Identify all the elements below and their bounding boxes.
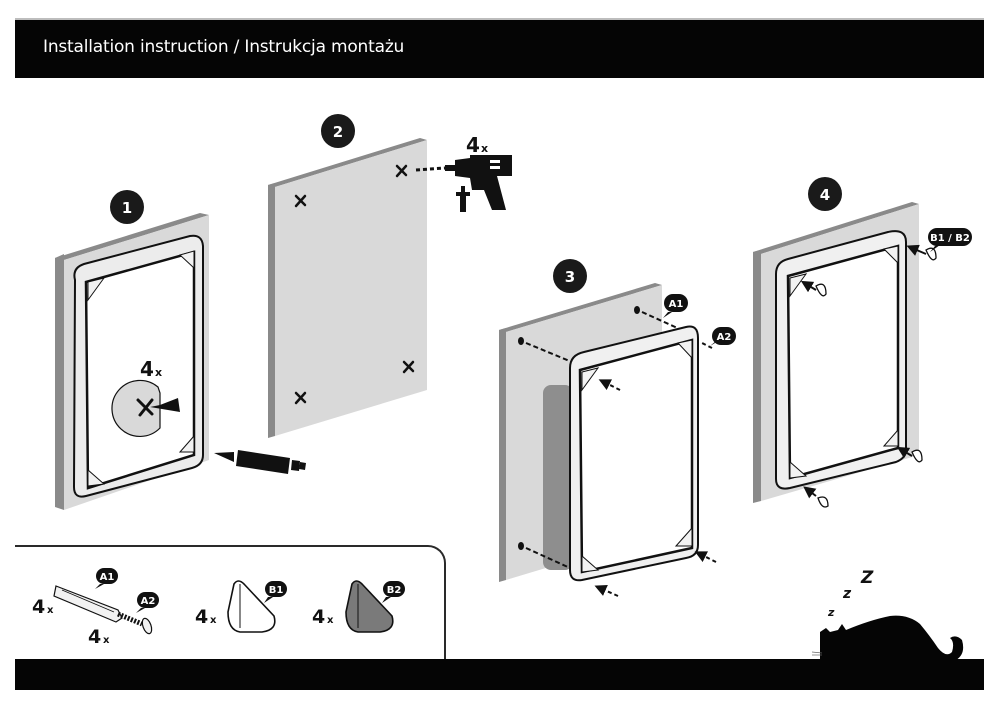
- marker-pen-icon: [214, 450, 306, 474]
- wall-plug-icon: [53, 585, 123, 623]
- step-1: 1 4 x: [55, 190, 306, 510]
- sleeping-cat-decoration: z z Z: [811, 568, 964, 660]
- header-bar: Installation instruction / Instrukcja mo…: [15, 18, 984, 78]
- sleep-z-large: Z: [860, 568, 874, 588]
- part-label-b1: B1: [269, 585, 284, 596]
- quantity-step-2: 4: [466, 133, 480, 157]
- callout-label-a1: A1: [669, 299, 684, 310]
- part-label-b2: B2: [387, 585, 402, 596]
- callout-a2: A2: [710, 327, 736, 346]
- screw-arrows: [594, 341, 717, 597]
- corner-cap-icon: [911, 449, 923, 463]
- part-quantity-b1: 4: [195, 606, 208, 628]
- part-a2: A2 4 x: [88, 592, 159, 648]
- step-badge-3: 3: [553, 259, 587, 293]
- callout-b1-b2: B1 / B2: [928, 228, 972, 252]
- part-quantity-a1: 4: [32, 596, 45, 618]
- part-quantity-suffix-a1: x: [47, 605, 54, 616]
- step-badge-1: 1: [110, 190, 144, 224]
- quantity-suffix-step-1: x: [155, 366, 162, 379]
- quantity-step-1: 4: [140, 357, 154, 381]
- frame-1: [72, 234, 204, 498]
- marking-detail-callout: [111, 379, 180, 438]
- wall-holes: [518, 306, 640, 550]
- page-title: Installation instruction / Instrukcja mo…: [43, 37, 405, 57]
- part-quantity-suffix-b1: x: [210, 615, 217, 626]
- part-label-a1: A1: [100, 572, 115, 583]
- step-2: 2 4 x: [268, 114, 512, 438]
- sleep-z-medium: z: [842, 586, 852, 602]
- corner-cap-arrows: [800, 244, 937, 508]
- sleep-z-small: z: [827, 606, 835, 619]
- part-quantity-a2: 4: [88, 626, 101, 648]
- screw-icon: [117, 611, 143, 627]
- frame-3: [569, 325, 699, 582]
- x-mark-icon: [395, 164, 408, 178]
- step-3: 3: [499, 259, 736, 597]
- wall-panel-2: [268, 138, 427, 438]
- part-quantity-suffix-a2: x: [103, 635, 110, 646]
- dowel-lines: [525, 311, 685, 569]
- part-quantity-suffix-b2: x: [327, 615, 334, 626]
- part-b1: B1 4 x: [195, 580, 287, 633]
- part-b2: B2 4 x: [312, 580, 405, 633]
- step-badge-2: 2: [321, 114, 355, 148]
- parts-list-box: [15, 545, 446, 675]
- parts-list: A1 4 x A2 4 x B1 4 x: [32, 568, 405, 648]
- corner-cap-icon: [815, 283, 827, 297]
- footer-bar: [15, 659, 984, 690]
- frame-4: [775, 230, 907, 490]
- part-label-a2: A2: [141, 596, 156, 607]
- step-number-3: 3: [565, 268, 575, 286]
- step-badge-4: 4: [808, 177, 842, 211]
- drill-marks: [294, 164, 415, 405]
- cat-icon: [811, 615, 964, 660]
- part-a1: A1 4 x: [32, 568, 123, 623]
- x-mark-icon: [294, 391, 307, 405]
- x-mark-icon: [294, 194, 307, 208]
- callout-a1: A1: [663, 294, 688, 318]
- callout-label-a2: A2: [717, 332, 732, 343]
- step-4: 4 B1 / B2: [753, 177, 972, 508]
- corner-cap-icon: [817, 496, 829, 508]
- x-mark-icon: [402, 360, 415, 374]
- step-number-1: 1: [122, 199, 132, 217]
- step-number-2: 2: [333, 123, 343, 141]
- x-mark-icon: [136, 398, 154, 417]
- quantity-suffix-step-2: x: [481, 142, 488, 155]
- drill-icon: [445, 155, 512, 212]
- callout-label-b1-b2: B1 / B2: [930, 233, 970, 244]
- part-quantity-b2: 4: [312, 606, 325, 628]
- corner-cap-icon: [925, 247, 937, 261]
- step-number-4: 4: [820, 186, 830, 204]
